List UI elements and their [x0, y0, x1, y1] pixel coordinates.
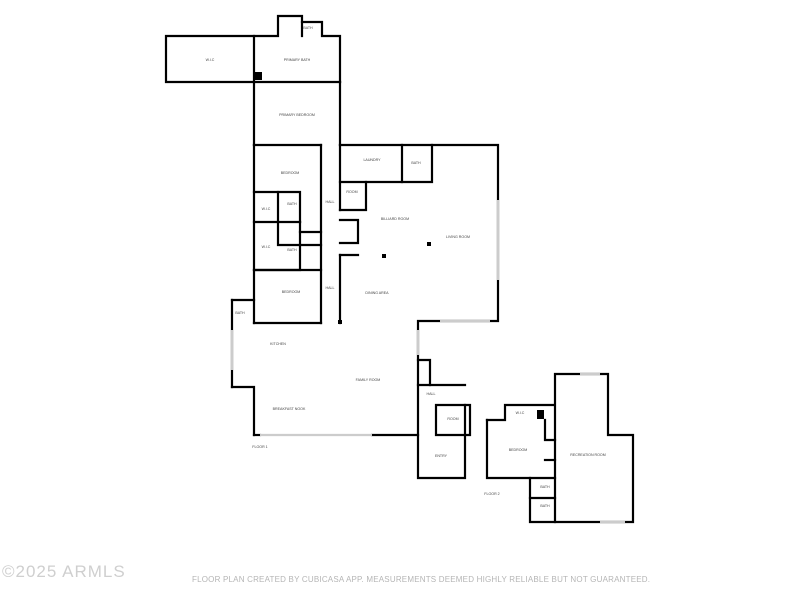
- walls: [164, 14, 635, 524]
- room-label-breakfast-nook: BREAKFAST NOOK: [273, 407, 306, 411]
- floor-label-1: FLOOR 1: [252, 445, 267, 449]
- wall: [338, 143, 500, 480]
- wall: [338, 218, 360, 245]
- room-label-room-1: ROOM: [346, 190, 357, 194]
- room-label-wic-2: W.I.C: [262, 245, 271, 249]
- column: [254, 72, 262, 80]
- column: [382, 254, 386, 258]
- room-label-living-room: LIVING ROOM: [446, 235, 470, 239]
- wall: [434, 403, 472, 437]
- room-label-bedroom-2: BEDROOM: [282, 290, 301, 294]
- column: [537, 410, 544, 419]
- wall: [543, 418, 557, 442]
- wall: [252, 14, 304, 38]
- room-label-primary-bedroom: PRIMARY BEDROOM: [279, 113, 315, 117]
- room-label-bath-6: BATH: [540, 504, 550, 508]
- wall: [276, 220, 302, 247]
- room-label-recreation-room: RECREATION ROOM: [570, 453, 605, 457]
- room-label-room-2: ROOM: [447, 417, 458, 421]
- room-label-wic-1: W.I.C: [262, 207, 271, 211]
- column: [338, 320, 342, 324]
- room-label-entry: ENTRY: [435, 454, 448, 458]
- wall: [338, 180, 368, 212]
- room-label-hall-2: HALL: [326, 286, 335, 290]
- windows: [230, 200, 625, 524]
- wall: [252, 190, 302, 224]
- room-label-billiard-room: BILLIARD ROOM: [381, 217, 409, 221]
- room-label-bedroom-1: BEDROOM: [281, 171, 300, 175]
- room-label-bath-5: BATH: [540, 485, 550, 489]
- column: [427, 242, 431, 246]
- room-label-family-room: FAMILY ROOM: [356, 378, 381, 382]
- wall: [416, 358, 432, 387]
- room-label-laundry: LAUNDRY: [363, 158, 381, 162]
- room-label-bath-top: BATH: [303, 26, 313, 30]
- room-label-hall-1: HALL: [326, 200, 335, 204]
- room-labels: W.I.C PRIMARY BATH BATH PRIMARY BEDROOM …: [206, 26, 606, 508]
- wall: [300, 20, 342, 84]
- room-label-bath-3: BATH: [235, 311, 245, 315]
- room-label-primary-bath: PRIMARY BATH: [284, 58, 311, 62]
- room-label-bedroom-3: BEDROOM: [509, 448, 528, 452]
- room-label-bath-1: BATH: [287, 202, 297, 206]
- room-label-wic-3: W.I.C: [516, 411, 525, 415]
- room-label-dining-area: DINING AREA: [365, 291, 389, 295]
- floor-label-2: FLOOR 2: [484, 492, 499, 496]
- room-label-bath-4: BATH: [411, 161, 421, 165]
- wall: [400, 143, 434, 184]
- room-label-hall-3: HALL: [427, 392, 436, 396]
- room-label-bath-2: BATH: [287, 248, 297, 252]
- wall: [364, 143, 404, 184]
- room-label-kitchen: KITCHEN: [270, 342, 286, 346]
- disclaimer-text: FLOOR PLAN CREATED BY CUBICASA APP. MEAS…: [192, 575, 651, 584]
- wall: [230, 385, 256, 437]
- room-label-wic-primary: W.I.C: [206, 58, 215, 62]
- watermark: ©2025 ARMLS: [2, 562, 126, 581]
